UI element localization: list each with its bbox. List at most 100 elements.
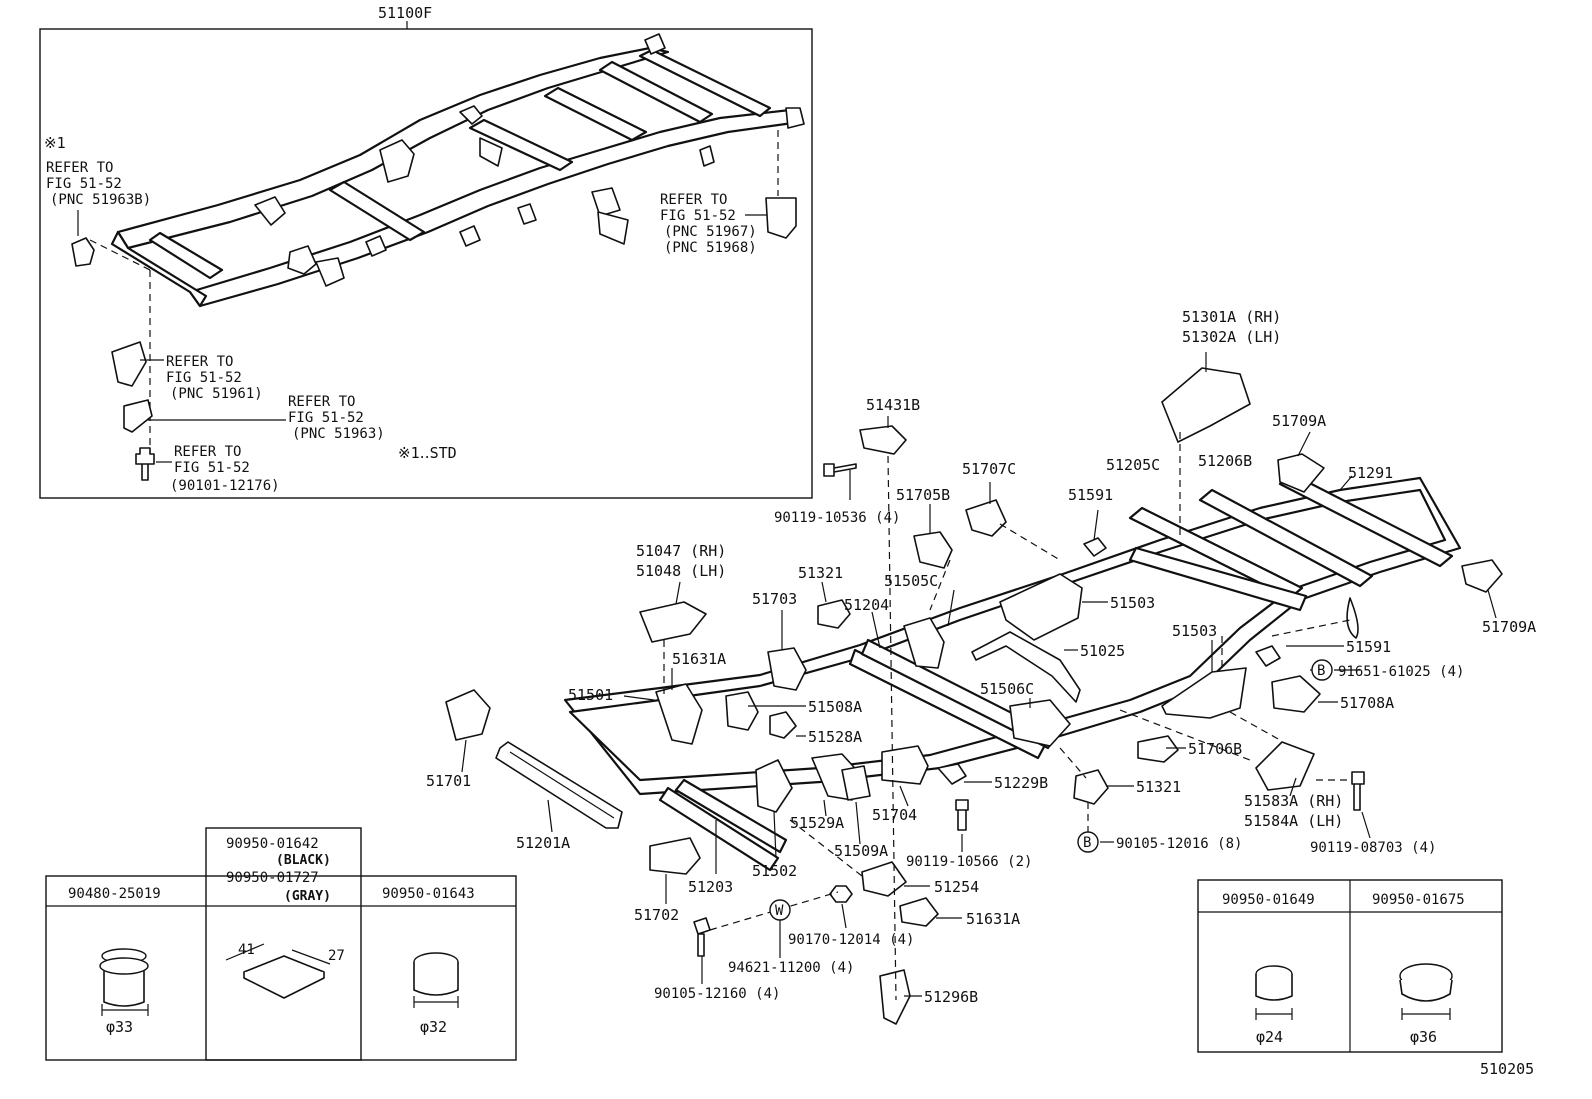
exploded-frame-drawing [495,453,1503,872]
label-51709a-top: 51709A [1272,412,1326,430]
plug-phi24-drawing [1255,965,1293,1020]
plug-right-2-part: 90950-01675 [1372,892,1465,908]
ref-51963-line2: FIG 51-52 [288,410,364,426]
bracket-51296b [879,969,911,1025]
label-51702: 51702 [634,906,679,924]
nut-90170 [829,885,853,903]
ref-51967-line3: (PNC 51967) [664,224,757,240]
label-51706b: 51706B [1188,740,1242,758]
frame-assembly-inset: 51100F [39,4,813,499]
plug-left-3-part: 90950-01643 [382,886,475,902]
ref-51961-line3: (PNC 51961) [170,386,263,402]
label-51704: 51704 [872,806,917,824]
label-51508a: 51508A [808,698,862,716]
bracket-51431b [859,425,907,455]
label-51302a: 51302A (LH) [1182,328,1281,346]
label-51321-top: 51321 [798,564,843,582]
bracket-51047 [639,601,707,643]
plug-left-1-part: 90480-25019 [68,886,161,902]
label-51631a-top: 51631A [672,650,726,668]
leader-lines [461,352,1497,997]
label-51591-top: 51591 [1068,486,1113,504]
label-51709a-right: 51709A [1482,618,1536,636]
plug-left-2-part2: 90950-01727 [226,870,319,886]
label-51705b: 51705B [896,486,950,504]
bracket-51583a [1255,741,1315,791]
marker-w: W [775,903,784,919]
small-parts [445,367,1365,1025]
bracket-51508a [725,691,759,731]
bracket-51701 [445,689,491,741]
plug-left-2-dim-b: 27 [328,948,345,964]
ref-90101-line3: (90101-12176) [170,478,280,494]
label-90119-10536: 90119-10536 (4) [774,510,900,526]
ref-51963b-line2: FIG 51-52 [46,176,122,192]
bracket-51591-top [1083,537,1107,557]
bracket-51967 [765,197,797,239]
label-51206b: 51206B [1198,452,1252,470]
plug-phi33-drawing [99,948,149,1016]
label-51583a: 51583A (RH) [1244,792,1343,810]
label-51321-bottom: 51321 [1136,778,1181,796]
bracket-51503-mid [999,573,1083,641]
label-51291: 51291 [1348,464,1393,482]
label-51703: 51703 [752,590,797,608]
frame-assembly-label: 51100F [378,4,432,22]
label-51204: 51204 [844,596,889,614]
bolt-90101 [135,447,155,481]
label-51707c: 51707C [962,460,1016,478]
plug-left-2-sub2: (GRAY) [284,889,331,904]
crossmember-51025 [971,631,1081,703]
label-51584a: 51584A (LH) [1244,812,1343,830]
label-94621: 94621-11200 (4) [728,960,854,976]
label-51591-right: 51591 [1346,638,1391,656]
ref-51967-line2: FIG 51-52 [660,208,736,224]
ref-90101-line1: REFER TO [174,444,241,460]
plug-right-2-size: φ36 [1410,1028,1437,1046]
plug-left-1-size: φ33 [106,1018,133,1036]
bracket-51963b [71,237,95,267]
bracket-51704 [881,745,929,785]
label-51431b: 51431B [866,396,920,414]
marker-b-top: B [1317,663,1325,679]
label-51025: 51025 [1080,642,1125,660]
bracket-51631a-top [655,683,703,745]
label-51509a: 51509A [834,842,888,860]
label-51502: 51502 [752,862,797,880]
diagram-id: 510205 [1480,1060,1534,1078]
label-51631a-bottom: 51631A [966,910,1020,928]
bracket-51528a [769,711,797,739]
ref-51963-line1: REFER TO [288,394,355,410]
ladder-frame-drawing [110,33,805,308]
ref-51963-line3: (PNC 51963) [292,426,385,442]
bolt-90119-10536 [823,463,857,477]
ref-51961-line1: REFER TO [166,354,233,370]
plug-table-left: 90480-25019 90950-01642 (BLACK) 90950-01… [45,827,517,1061]
label-90170: 90170-12014 (4) [788,932,914,948]
label-90119-10566: 90119-10566 (2) [906,854,1032,870]
bolt-90119-08703 [1351,771,1365,811]
label-51048: 51048 (LH) [636,562,726,580]
bolt-90105-12160 [693,917,711,957]
plug-left-2-sub1: (BLACK) [276,853,331,868]
circle-markers: B B W [769,659,1333,921]
note-mark: ※1 [44,134,66,152]
bracket-51505c [903,617,945,669]
ref-51961-line2: FIG 51-52 [166,370,242,386]
label-51708a: 51708A [1340,694,1394,712]
bracket-51506c [1009,699,1071,747]
std-note: ※1‥STD [398,444,457,462]
label-90105-12160: 90105-12160 (4) [654,986,780,1002]
plug-left-3-size: φ32 [420,1018,447,1036]
label-51503-mid: 51503 [1110,594,1155,612]
bracket-51963 [123,399,153,433]
plug-pad-drawing [225,943,331,999]
label-51701: 51701 [426,772,471,790]
plug-right-1-part: 90950-01649 [1222,892,1315,908]
plug-left-2-dim-a: 41 [238,942,255,958]
label-51503-right: 51503 [1172,622,1217,640]
bracket-51708a [1271,675,1321,713]
bracket-51301a [1161,367,1251,443]
plug-table-right: 90950-01649 90950-01675 φ24 φ36 [1197,879,1503,1053]
